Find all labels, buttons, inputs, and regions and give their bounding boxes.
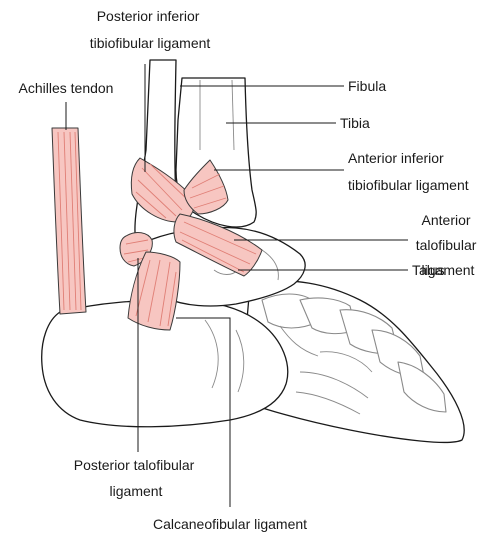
label-calcaneofibular: Calcaneofibular ligament: [153, 516, 307, 532]
label-posterior-inferior-tibiofibular: Posterior inferior tibiofibular ligament: [90, 8, 211, 51]
label-tibia: Tibia: [340, 115, 370, 131]
label-fibula: Fibula: [348, 78, 386, 94]
label-achilles-tendon: Achilles tendon: [19, 80, 114, 96]
label-talus: Talus: [412, 262, 445, 278]
label-anterior-inferior-tibiofibular: Anterior inferior tibiofibular ligament: [348, 150, 469, 193]
achilles-tendon: [52, 128, 86, 314]
label-posterior-talofibular: Posterior talofibular ligament: [74, 457, 199, 499]
